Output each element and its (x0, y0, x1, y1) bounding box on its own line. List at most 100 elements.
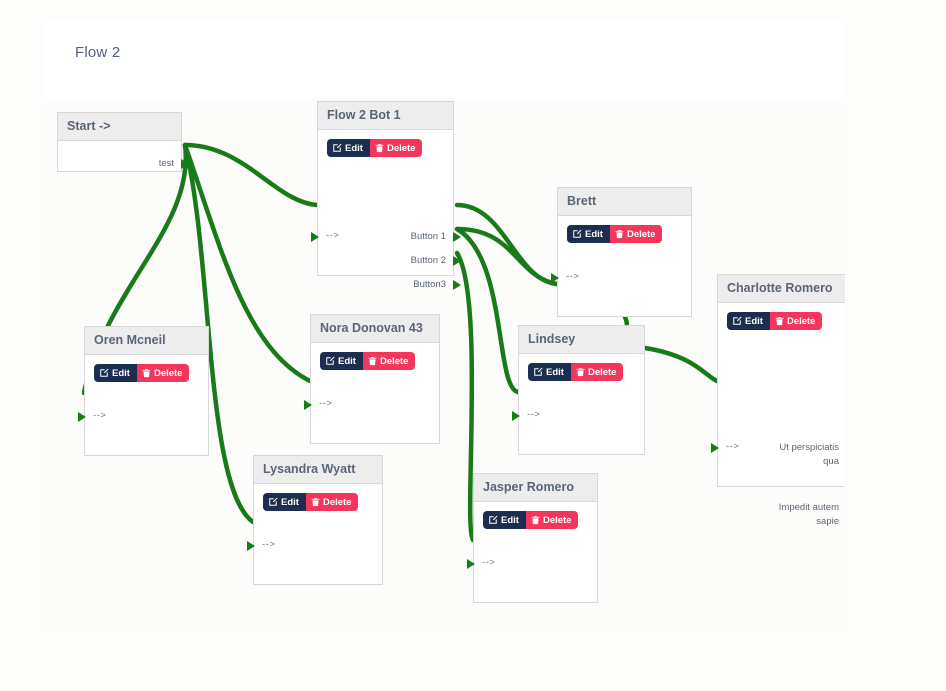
output-port-label-flow2bot1-0[interactable]: Button 1 (410, 231, 446, 242)
connection-link[interactable] (454, 226, 521, 395)
node-title-charlotte: Charlotte Romero (718, 275, 845, 303)
edit-button-lindsey[interactable]: Edit (528, 363, 571, 381)
edit-button-label: Edit (338, 355, 356, 367)
edit-button-charlotte[interactable]: Edit (727, 312, 770, 330)
node-title-nora: Nora Donovan 43 (311, 315, 439, 343)
edit-button-label: Edit (112, 367, 130, 379)
input-port-arrow-icon (304, 400, 312, 410)
node-action-row: Edit Delete (567, 225, 663, 243)
node-body-lindsey: Edit Delete --> (512, 354, 644, 455)
input-port-arrow-icon (467, 559, 475, 569)
input-port-label-lysandra[interactable]: --> (262, 539, 276, 550)
input-port-arrow-icon (247, 541, 255, 551)
node-action-row: Edit Delete (263, 493, 359, 511)
delete-button-label: Delete (542, 514, 572, 526)
pencil-square-icon (332, 143, 342, 153)
output-port-arrow-icon[interactable] (453, 256, 461, 266)
delete-button-label: Delete (386, 142, 416, 154)
input-port-label-brett[interactable]: --> (566, 271, 580, 282)
edit-button-jasper[interactable]: Edit (483, 511, 526, 529)
delete-button-jasper[interactable]: Delete (525, 511, 579, 529)
edit-button-lysandra[interactable]: Edit (263, 493, 306, 511)
node-action-row: Edit Delete (320, 352, 416, 370)
delete-button-nora[interactable]: Delete (362, 352, 416, 370)
edit-button-label: Edit (745, 315, 763, 327)
node-title-flow2bot1: Flow 2 Bot 1 (318, 102, 453, 130)
delete-button-flow2bot1[interactable]: Delete (369, 139, 423, 157)
input-port-arrow-icon (311, 232, 319, 242)
input-port-label-flow2bot1[interactable]: --> (326, 230, 340, 241)
input-port-label-charlotte[interactable]: --> (726, 441, 740, 452)
node-body-start: test (58, 141, 189, 172)
edit-button-label: Edit (546, 366, 564, 378)
delete-button-charlotte[interactable]: Delete (769, 312, 823, 330)
delete-button-label: Delete (626, 228, 656, 240)
pencil-square-icon (325, 356, 335, 366)
node-action-row: Edit Delete (727, 312, 823, 330)
edit-button-oren[interactable]: Edit (94, 364, 137, 382)
trash-icon (375, 143, 384, 153)
node-action-row: Edit Delete (483, 511, 579, 529)
input-port-label-lindsey[interactable]: --> (527, 409, 541, 420)
trash-icon (775, 316, 784, 326)
node-action-row: Edit Delete (528, 363, 624, 381)
flow-node-nora[interactable]: Nora Donovan 43 Edit Delete --> (304, 314, 440, 444)
trash-icon (142, 368, 151, 378)
pencil-square-icon (99, 368, 109, 378)
edit-button-label: Edit (585, 228, 603, 240)
output-port-label-charlotte-1[interactable]: Impedit autem sapie (778, 502, 839, 527)
edit-button-label: Edit (345, 142, 363, 154)
output-port-label-flow2bot1-1[interactable]: Button 2 (410, 255, 446, 266)
connection-link[interactable] (454, 250, 476, 543)
edit-button-label: Edit (501, 514, 519, 526)
page-header-card: Flow 2 (45, 20, 845, 98)
input-port-arrow-icon (551, 273, 559, 283)
delete-button-brett[interactable]: Delete (609, 225, 663, 243)
input-port-label-nora[interactable]: --> (319, 398, 333, 409)
input-port-label-jasper[interactable]: --> (482, 557, 496, 568)
connection-link[interactable] (454, 202, 560, 287)
pencil-square-icon (732, 316, 742, 326)
flow-node-start[interactable]: Start ->test (57, 112, 189, 172)
node-action-row: Edit Delete (94, 364, 190, 382)
pencil-square-icon (572, 229, 582, 239)
node-body-flow2bot1: Edit Delete --> Button 1 Button 2 Button3 (311, 130, 461, 290)
delete-button-label: Delete (322, 496, 352, 508)
delete-button-lindsey[interactable]: Delete (570, 363, 624, 381)
edit-button-flow2bot1[interactable]: Edit (327, 139, 370, 157)
edit-button-nora[interactable]: Edit (320, 352, 363, 370)
output-port-label-flow2bot1-2[interactable]: Button3 (413, 279, 446, 290)
node-body-lysandra: Edit Delete --> (247, 484, 382, 585)
node-title-brett: Brett (558, 188, 691, 216)
pencil-square-icon (533, 367, 543, 377)
connection-link[interactable] (454, 226, 560, 287)
output-port-label-charlotte-0[interactable]: Ut perspiciatis qua (779, 442, 839, 467)
delete-button-oren[interactable]: Delete (136, 364, 190, 382)
delete-button-label: Delete (786, 315, 816, 327)
connection-link[interactable] (182, 142, 320, 208)
connection-link[interactable] (642, 345, 720, 384)
pencil-square-icon (268, 497, 278, 507)
output-port-label-start-0[interactable]: test (158, 158, 174, 169)
node-body-jasper: Edit Delete --> (467, 502, 597, 603)
flow-node-flow2bot1[interactable]: Flow 2 Bot 1 Edit Delete --> Button 1 Button … (311, 101, 461, 290)
delete-button-label: Delete (587, 366, 617, 378)
delete-button-label: Delete (379, 355, 409, 367)
input-port-label-oren[interactable]: --> (93, 410, 107, 421)
edit-button-brett[interactable]: Edit (567, 225, 610, 243)
output-port-arrow-icon[interactable] (181, 159, 189, 169)
node-body-nora: Edit Delete --> (304, 343, 439, 444)
output-port-arrow-icon[interactable] (453, 232, 461, 242)
delete-button-lysandra[interactable]: Delete (305, 493, 359, 511)
node-title-lysandra: Lysandra Wyatt (254, 456, 382, 484)
output-port-arrow-icon[interactable] (453, 280, 461, 290)
trash-icon (311, 497, 320, 507)
